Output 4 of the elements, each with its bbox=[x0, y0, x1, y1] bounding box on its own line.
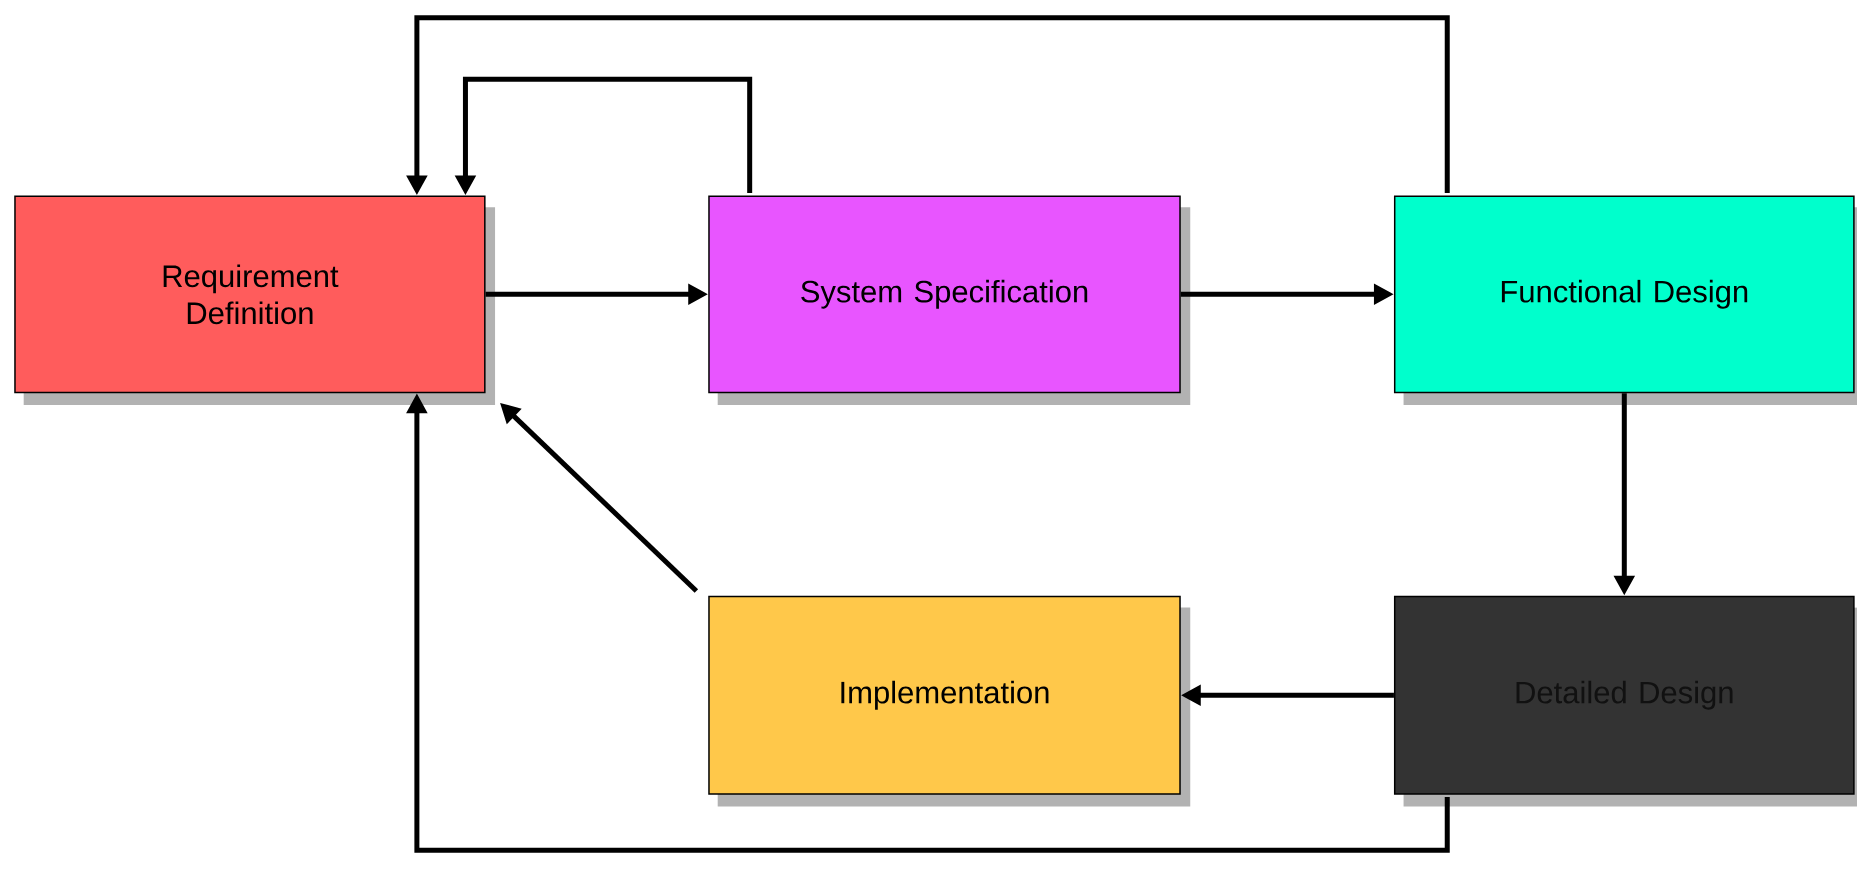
process-box: Requirement Definition bbox=[14, 195, 496, 405]
process-box: Implementation bbox=[708, 595, 1191, 807]
process-box: System Specification bbox=[708, 195, 1191, 405]
process-box: Functional Design bbox=[1393, 195, 1857, 405]
